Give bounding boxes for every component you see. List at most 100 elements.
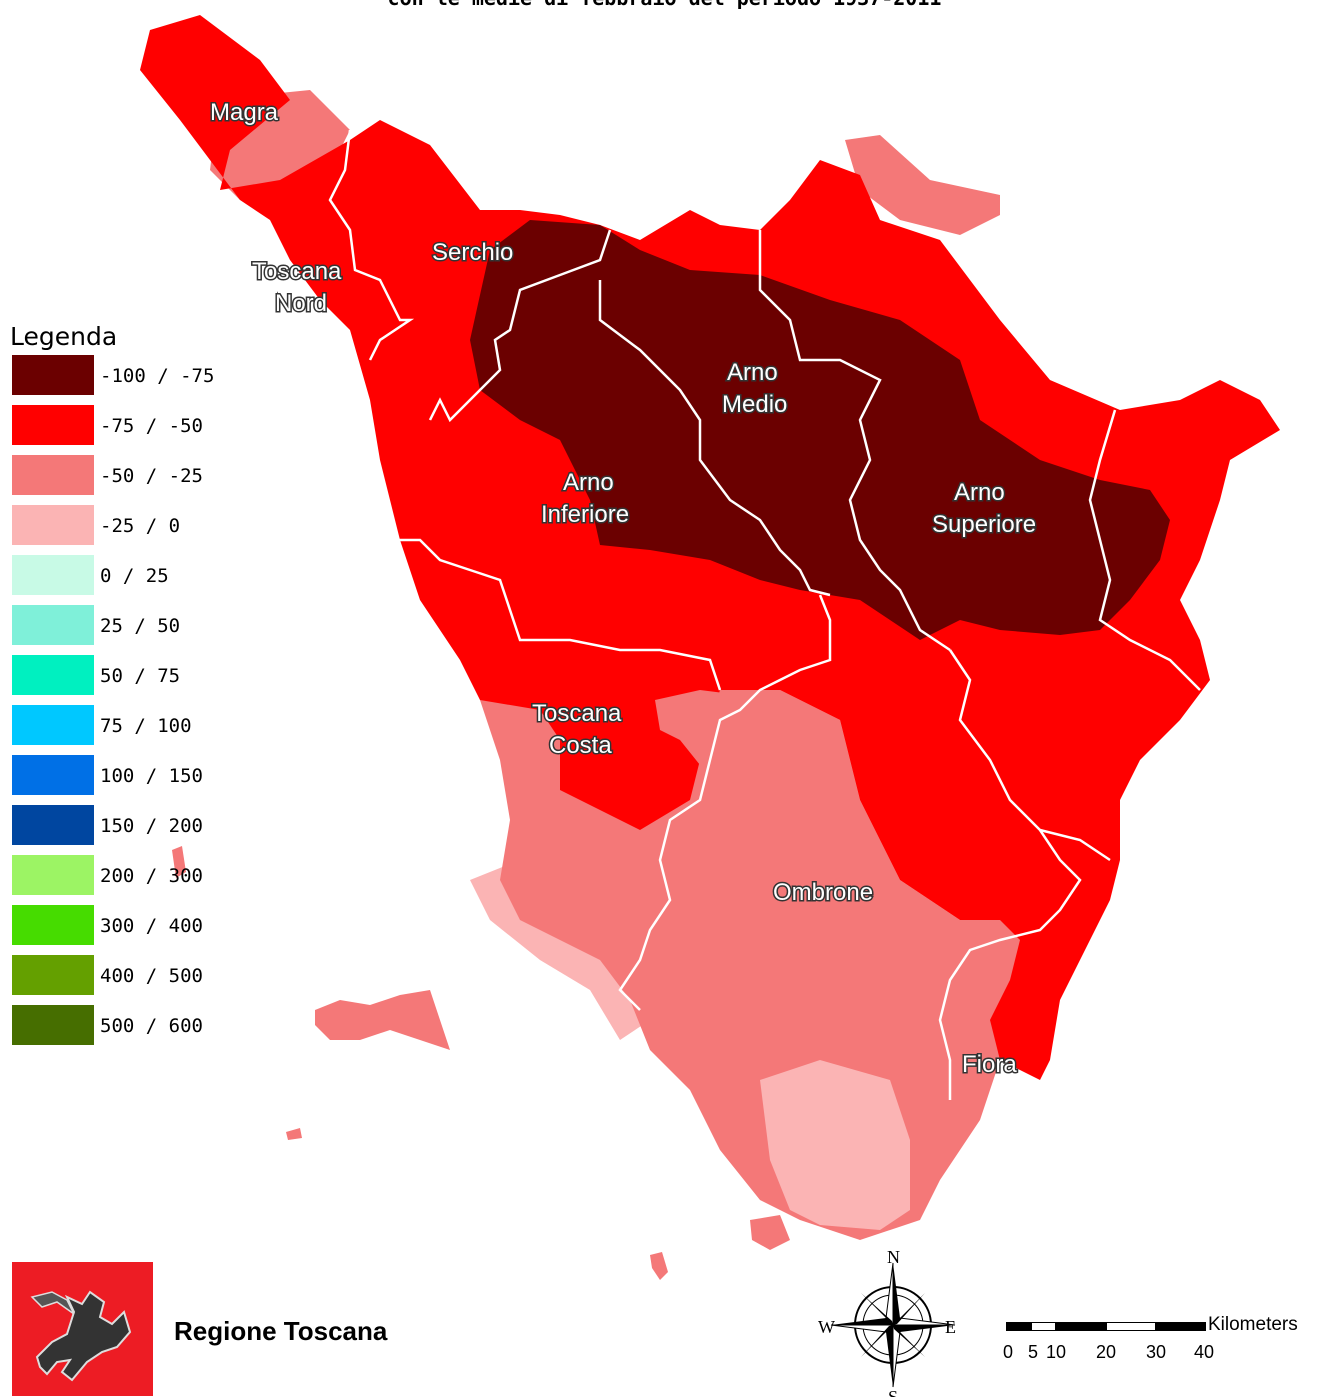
label-magra: Magra [210,99,279,126]
legend: Legenda -100 / -75 -75 / -50 -50 / -25 -25 … [10,322,214,1055]
zone-dark [470,220,1170,640]
legend-label: -75 / -50 [100,415,203,437]
legend-swatch [12,955,94,995]
legend-label: 500 / 600 [100,1015,203,1037]
legend-label: 100 / 150 [100,765,203,787]
zone-pale-south [760,1060,910,1230]
legend-swatch [12,905,94,945]
legend-swatch [12,805,94,845]
scale-tick: 40 [1194,1342,1215,1362]
legend-item: 200 / 300 [10,855,203,905]
compass-n: N [887,1247,900,1267]
legend-swatch [12,855,94,895]
legend-label: 75 / 100 [100,715,192,737]
boundary-line [428,229,612,423]
scale-segment [1006,1322,1031,1331]
boundary-line [618,594,832,1011]
scale-segment [1056,1322,1106,1331]
legend-swatch [12,405,94,445]
boundary-line [598,280,831,597]
map-title: con le medie di febbraio del periodo 193… [0,0,1329,10]
boundary-line [1088,409,1201,691]
label-arno-inferiore-2: Inferiore [541,501,629,528]
legend-item: 300 / 400 [10,905,203,955]
legend-swatch [12,355,94,395]
legend-item: -75 / -50 [10,405,203,455]
legend-swatch [12,755,94,795]
legend-item: 100 / 150 [10,755,203,805]
legend-swatch [12,505,94,545]
island-giglio [650,1252,668,1280]
scale-tick: 0 [1003,1342,1014,1362]
legend-item: 0 / 25 [10,555,169,605]
compass-s: S [888,1387,898,1397]
legend-item: 150 / 200 [10,805,203,855]
legend-label: 0 / 25 [100,565,169,587]
compass-e: E [945,1317,956,1337]
legend-label: 50 / 75 [100,665,181,687]
legend-label: -100 / -75 [100,365,215,387]
region-layer [140,15,1280,1280]
basin-labels: Magra Serchio Toscana Nord Arno Medio Ar… [209,98,1038,1080]
legend-title: Legenda [10,322,118,351]
legend-swatch [12,1005,94,1045]
legend-item: 400 / 500 [10,955,203,1005]
legend-label: 25 / 50 [100,615,181,637]
legend-label: 200 / 300 [100,865,203,887]
legend-list: -100 / -75 -75 / -50 -50 / -25 -25 / 0 0 / 2… [10,355,214,1055]
legend-item: 75 / 100 [10,705,192,755]
legend-swatch [12,455,94,495]
legend-item: -100 / -75 [10,355,214,405]
zone-light-cost [655,690,740,765]
island-pianosa [286,1128,302,1140]
label-toscana-costa-2: Costa [549,732,612,759]
legend-label: 300 / 400 [100,915,203,937]
pegasus-logo-icon [12,1262,153,1396]
scale-segment [1106,1322,1156,1331]
scale-tick: 20 [1096,1342,1117,1362]
legend-item: -50 / -25 [10,455,203,505]
legend-swatch [12,555,94,595]
scale-segment [1156,1322,1204,1331]
island-capraia [172,846,186,878]
label-toscana-nord-2: Nord [275,290,327,317]
legend-item: -25 / 0 [10,505,180,555]
scale-tick: 30 [1146,1342,1167,1362]
scale-unit: Kilometers [1208,1314,1298,1335]
legend-label: 150 / 200 [100,815,203,837]
scale-tick: 10 [1046,1342,1067,1362]
compass-w: W [818,1317,835,1337]
label-fiora: Fiora [962,1051,1017,1078]
legend-label: -50 / -25 [100,465,203,487]
label-serchio: Serchio [432,239,513,266]
legend-label: -25 / 0 [100,515,181,537]
basin-boundaries [328,129,1201,1100]
scale-segment [1204,1322,1206,1331]
compass-rose-icon: N S E W [818,1247,956,1397]
label-arno-medio-1: Arno [727,359,778,386]
legend-item: 25 / 50 [10,605,180,655]
boundary-line [390,538,722,691]
label-arno-inferiore-1: Arno [563,469,614,496]
label-ombrone: Ombrone [773,879,873,906]
label-toscana-costa-1: Toscana [532,700,622,727]
legend-swatch [12,605,94,645]
boundary-line [758,230,951,652]
boundary-line [1039,828,1111,862]
legend-item: 50 / 75 [10,655,180,705]
label-arno-superiore-1: Arno [954,479,1005,506]
legend-swatch [12,705,94,745]
organization-name: Regione Toscana [174,1316,388,1346]
legend-label: 400 / 500 [100,965,203,987]
zone-light-ne [845,135,1000,235]
scale-tick: 5 [1028,1342,1039,1362]
legend-swatch [12,655,94,695]
label-arno-superiore-2: Superiore [932,511,1036,538]
boundary-line [328,129,415,361]
label-arno-medio-2: Medio [722,391,787,418]
boundary-line [938,649,1082,1100]
island-elba [315,990,450,1050]
scale-segment [1031,1322,1056,1331]
island-argentario [750,1215,790,1250]
